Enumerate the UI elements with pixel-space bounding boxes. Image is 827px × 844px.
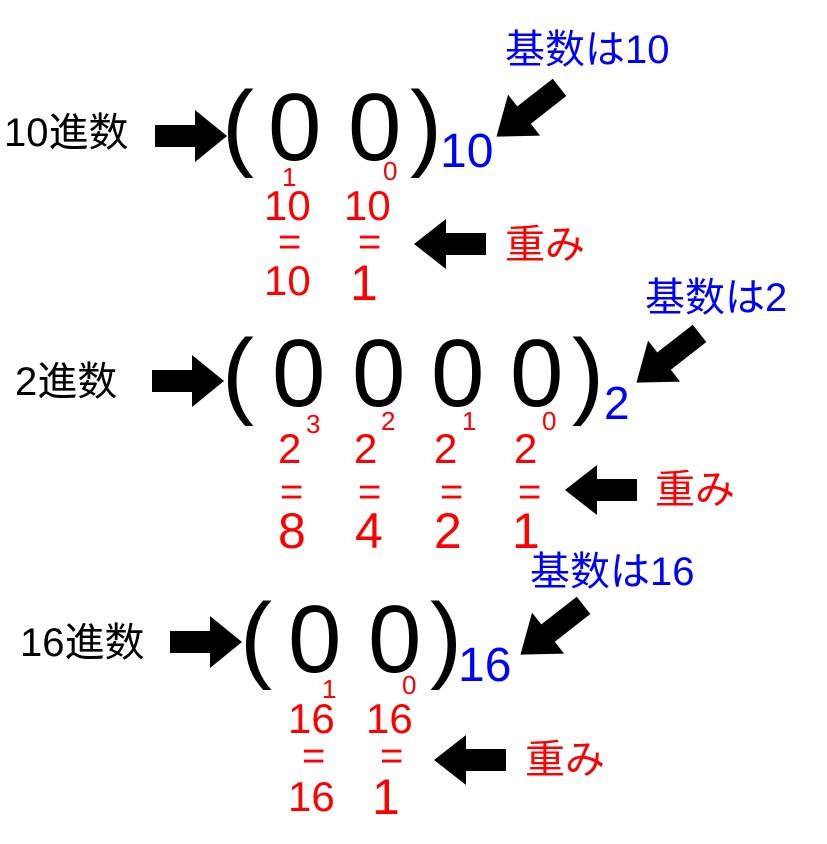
equals: = <box>440 470 464 514</box>
weight-value: 10 <box>264 257 311 304</box>
left-arrow-icon <box>434 735 506 785</box>
exponent: 2 <box>381 406 396 436</box>
exponent: 0 <box>383 156 398 186</box>
weight-power: 16 <box>288 695 335 742</box>
digit: 0 <box>348 74 402 181</box>
left-arrow-icon <box>414 219 486 269</box>
close-paren: ) <box>572 320 604 427</box>
equals: = <box>358 220 382 264</box>
weight-power: 10 <box>344 182 391 229</box>
open-paren: ( <box>222 72 254 179</box>
weight-value: 8 <box>278 503 306 559</box>
weight-value: 16 <box>288 773 335 820</box>
digit: 0 <box>268 74 322 181</box>
binary-label: 2進数 <box>15 360 118 404</box>
weight-power: 2 <box>434 425 458 472</box>
digit: 0 <box>431 320 485 427</box>
weight-label: 重み <box>525 738 605 782</box>
weight-power: 16 <box>366 695 413 742</box>
digit: 0 <box>288 586 342 693</box>
exponent: 1 <box>282 162 297 192</box>
left-arrow-icon <box>565 465 637 515</box>
close-paren: ) <box>430 584 462 691</box>
diagonal-arrow-icon <box>636 324 707 383</box>
weight-power: 10 <box>264 182 311 229</box>
right-arrow-icon <box>155 110 227 162</box>
weight-power: 2 <box>278 425 302 472</box>
digit: 0 <box>272 320 326 427</box>
equals: = <box>358 470 382 514</box>
right-arrow-icon <box>170 616 242 668</box>
base-callout: 基数は2 <box>645 276 788 320</box>
weight-value: 2 <box>434 503 462 559</box>
equals: = <box>518 470 542 514</box>
base-callout: 基数は16 <box>530 550 695 594</box>
open-paren: ( <box>222 320 254 427</box>
diagonal-arrow-icon <box>520 596 591 655</box>
base-subscript: 2 <box>604 377 630 429</box>
exponent: 0 <box>542 406 557 436</box>
weight-label: 重み <box>655 468 735 512</box>
weight-value: 1 <box>350 255 378 311</box>
base-subscript: 16 <box>458 639 512 692</box>
base-callout: 基数は10 <box>505 28 670 72</box>
digit: 0 <box>368 586 422 693</box>
weight-power: 2 <box>354 425 378 472</box>
close-paren: ) <box>410 72 442 179</box>
weight-power: 2 <box>514 425 538 472</box>
exponent: 3 <box>306 409 321 439</box>
exponent: 1 <box>462 406 477 436</box>
equals: = <box>302 734 326 778</box>
digit: 0 <box>510 320 564 427</box>
open-paren: ( <box>240 584 272 691</box>
digit: 0 <box>352 320 406 427</box>
right-arrow-icon <box>152 355 224 407</box>
exponent: 0 <box>402 670 417 700</box>
equals: = <box>380 734 404 778</box>
exponent: 1 <box>322 674 337 704</box>
hexadecimal-label: 16進数 <box>20 621 145 665</box>
decimal-label: 10進数 <box>4 111 129 155</box>
weight-value: 1 <box>372 769 400 825</box>
weight-value: 1 <box>512 503 540 559</box>
diagonal-arrow-icon <box>496 78 567 137</box>
weight-label: 重み <box>505 223 585 267</box>
weight-value: 4 <box>355 503 383 559</box>
equals: = <box>278 220 302 264</box>
base-subscript: 10 <box>440 125 494 178</box>
equals: = <box>280 470 304 514</box>
